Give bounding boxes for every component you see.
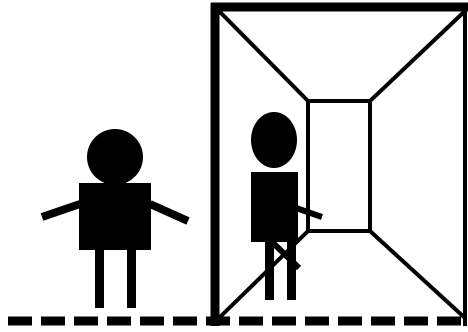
standing-figure-body xyxy=(79,183,151,250)
doorway-figure-left-leg xyxy=(265,240,274,300)
doorway-figure-body xyxy=(251,172,298,242)
standing-figure-head xyxy=(87,129,143,185)
standing-figure-right-leg xyxy=(127,248,136,308)
standing-figure-left-leg xyxy=(95,248,104,308)
doorway-figure-right-leg xyxy=(287,240,296,300)
doorway-figure-head xyxy=(251,112,297,168)
